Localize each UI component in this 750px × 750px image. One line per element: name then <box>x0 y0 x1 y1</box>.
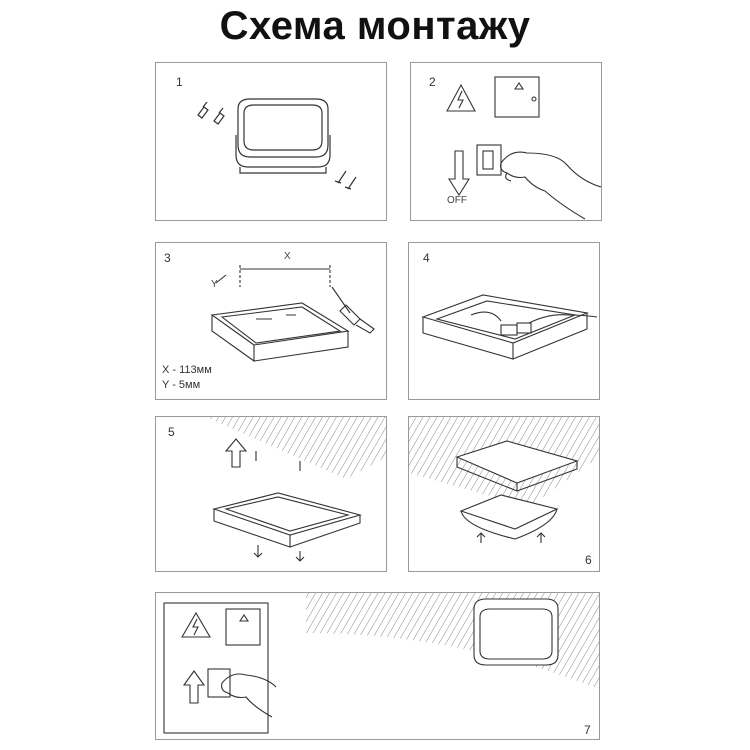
page-title: Схема монтажу <box>219 4 531 48</box>
down-arrow-icon <box>448 150 470 197</box>
up-arrow-icon <box>182 670 206 704</box>
step-2-number: 2 <box>429 75 436 89</box>
step-3-illustration: X Y <box>210 251 375 363</box>
dimension-x-value: X - 113мм <box>162 364 212 376</box>
step-6-illustration <box>409 417 599 543</box>
step-5-illustration <box>206 417 386 562</box>
installed-lamp-icon <box>473 598 559 666</box>
step-6-number: 6 <box>585 553 592 567</box>
step-1-number: 1 <box>176 75 183 89</box>
dimension-y-label: Y <box>211 279 218 290</box>
step-4-panel: 4 <box>408 242 600 400</box>
screw-icon <box>255 451 301 471</box>
step-3-panel: 3 X Y X - 113мм Y - 5м <box>155 242 387 400</box>
dimension-y-value: Y - 5мм <box>162 379 201 391</box>
dimension-x-label: X <box>284 251 291 262</box>
lamp-icon <box>235 98 331 174</box>
ceiling-surface <box>206 417 386 479</box>
screw-icon <box>334 170 357 190</box>
step-4-illustration <box>421 294 598 360</box>
mounting-base-icon <box>455 440 579 492</box>
mounting-base-icon <box>210 302 350 363</box>
step-5-panel: 5 <box>155 416 387 572</box>
wall-plug-icon <box>197 101 225 125</box>
step-2-panel: 2 OFF <box>410 62 602 221</box>
up-arrow-icon <box>476 532 546 543</box>
lamp-cover-icon <box>459 494 559 540</box>
up-arrow-icon <box>224 438 248 468</box>
high-voltage-warning-icon <box>181 611 211 638</box>
down-arrow-icon <box>253 545 305 562</box>
mounting-base-icon <box>212 492 363 548</box>
hand-icon <box>221 673 277 718</box>
step-1-panel: 1 <box>155 62 387 221</box>
electrical-panel-icon <box>225 608 261 646</box>
terminal-block-icon <box>500 322 532 336</box>
electrical-panel-icon <box>494 76 540 118</box>
step-1-illustration <box>197 98 357 190</box>
screwdriver-icon <box>331 286 375 334</box>
step-7-panel: 7 <box>155 592 600 740</box>
mounting-base-icon <box>421 294 589 360</box>
light-switch-icon <box>207 668 231 698</box>
light-switch-icon <box>476 144 502 176</box>
inset-box <box>163 602 269 734</box>
wire-icon <box>470 311 598 324</box>
dimension-lines <box>215 265 331 287</box>
step-7-illustration <box>163 593 599 734</box>
off-label: OFF <box>447 195 467 206</box>
hand-icon <box>500 151 601 220</box>
step-2-illustration: OFF <box>446 76 601 220</box>
step-5-number: 5 <box>168 425 175 439</box>
step-7-number: 7 <box>584 723 591 737</box>
step-3-number: 3 <box>164 251 171 265</box>
step-6-panel: 6 <box>408 416 600 572</box>
high-voltage-warning-icon <box>446 83 476 112</box>
step-4-number: 4 <box>423 251 430 265</box>
